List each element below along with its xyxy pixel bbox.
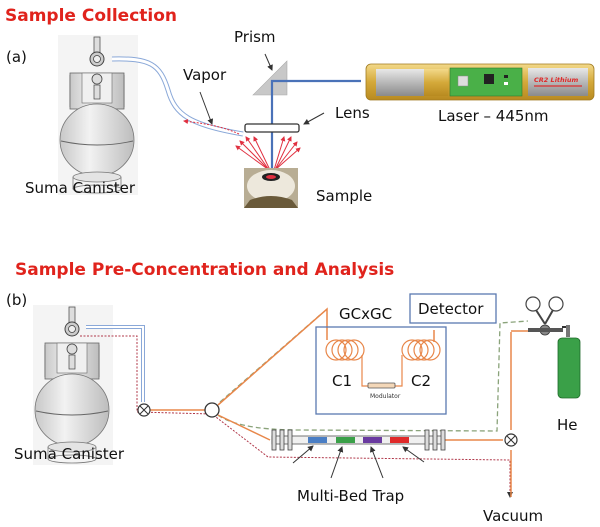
panel-a-tag: (a) xyxy=(6,48,27,66)
he-label: He xyxy=(557,416,578,434)
prism-label: Prism xyxy=(234,28,276,46)
column-c2-coil-icon xyxy=(395,339,441,387)
multi-bed-trap-icon xyxy=(271,429,446,451)
battery-label: CR2 Lithium xyxy=(534,76,579,84)
trap-arrows xyxy=(292,445,425,479)
laser-device-icon: CR2 Lithium xyxy=(365,63,595,101)
lens-icon xyxy=(244,123,300,133)
prism-arrow xyxy=(264,53,273,71)
gcxgc-label: GCxGC xyxy=(339,305,392,323)
suma-canister-b-label: Suma Canister xyxy=(14,445,125,463)
modulator-label: Modulator xyxy=(370,393,401,400)
multi-bed-trap-label: Multi-Bed Trap xyxy=(297,487,404,505)
vapor-arrow xyxy=(199,91,214,125)
helium-cylinder-icon xyxy=(525,296,581,399)
laser-label: Laser – 445nm xyxy=(438,107,549,125)
lens-arrow xyxy=(303,112,325,125)
suma-canister-a-label: Suma Canister xyxy=(25,179,136,197)
prism-icon xyxy=(252,60,288,96)
c1-label: C1 xyxy=(332,372,352,390)
modulator-icon xyxy=(367,382,396,389)
detector-box xyxy=(409,293,497,324)
laser-beam xyxy=(270,79,361,168)
vacuum-label: Vacuum xyxy=(483,507,543,525)
c2-label: C2 xyxy=(411,372,431,390)
panel-b-heading: Sample Pre-Concentration and Analysis xyxy=(15,260,394,280)
gcxgc-oven-box xyxy=(315,326,447,415)
lens-label: Lens xyxy=(335,104,370,122)
panel-b-tag: (b) xyxy=(6,291,27,309)
sample-label: Sample xyxy=(316,187,372,205)
valve-right-icon[interactable] xyxy=(504,433,518,447)
panel-a-heading: Sample Collection xyxy=(5,6,177,26)
vapor-tube xyxy=(111,56,244,137)
column-c1-coil-icon xyxy=(325,339,368,387)
scatter-arrows xyxy=(235,136,301,171)
orange-flow-lines xyxy=(149,307,530,497)
valve-left-icon[interactable] xyxy=(137,403,151,417)
junction-icon xyxy=(204,402,220,418)
detector-label: Detector xyxy=(418,300,484,318)
vapor-label: Vapor xyxy=(183,66,227,84)
sample-image xyxy=(244,168,298,208)
